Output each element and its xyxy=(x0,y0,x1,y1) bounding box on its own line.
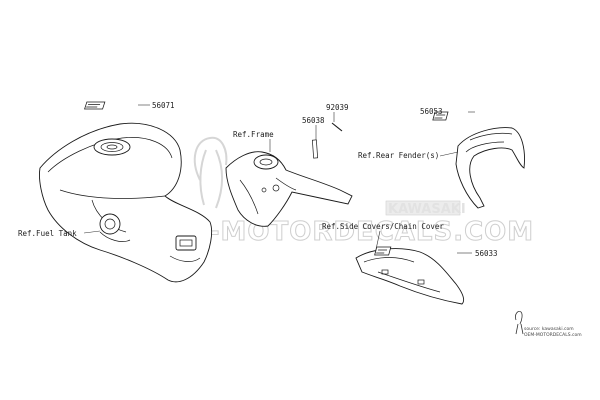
frame-body xyxy=(225,151,353,227)
rear-fender-body xyxy=(455,127,525,209)
decal-56071 xyxy=(84,101,106,110)
part-92039-pin xyxy=(331,122,343,132)
fuel-pump-flange xyxy=(99,213,121,235)
watermark-emblem-box xyxy=(385,200,461,216)
part-number-56038: 56038 xyxy=(302,116,325,125)
rear-fender-drawing xyxy=(432,111,525,209)
label-ref-frame: Ref.Frame xyxy=(233,130,274,139)
label-ref-fuel-tank: Ref.Fuel Tank xyxy=(18,229,77,238)
source-logo-icon xyxy=(515,311,524,335)
side-cover-drawing xyxy=(355,246,465,305)
decal-56033 xyxy=(374,246,392,256)
leader-lines xyxy=(83,104,475,255)
part-number-56071: 56071 xyxy=(152,101,175,110)
part-number-56053: 56053 xyxy=(420,107,443,116)
part-number-56033: 56033 xyxy=(475,249,498,258)
source-stamp: source: kawasaki.com OEM-MOTORDECALS.com xyxy=(515,311,582,338)
watermark-emblem: KAWASAKI xyxy=(388,202,466,217)
fuel-tank-body xyxy=(39,122,213,283)
label-ref-side-covers: Ref.Side Covers/Chain Cover xyxy=(322,222,444,231)
source-line-2: OEM-MOTORDECALS.com xyxy=(524,332,582,338)
decal-56038 xyxy=(312,139,318,159)
watermark-rider-icon xyxy=(193,136,228,209)
frame-drawing xyxy=(225,122,353,227)
label-ref-rear-fender: Ref.Rear Fender(s) xyxy=(358,151,439,160)
part-number-92039: 92039 xyxy=(326,103,349,112)
fuel-cap xyxy=(93,138,131,156)
source-line-1: source: kawasaki.com xyxy=(524,326,574,332)
fuel-tank-drawing xyxy=(39,101,213,283)
chain-cover-body xyxy=(355,248,465,305)
